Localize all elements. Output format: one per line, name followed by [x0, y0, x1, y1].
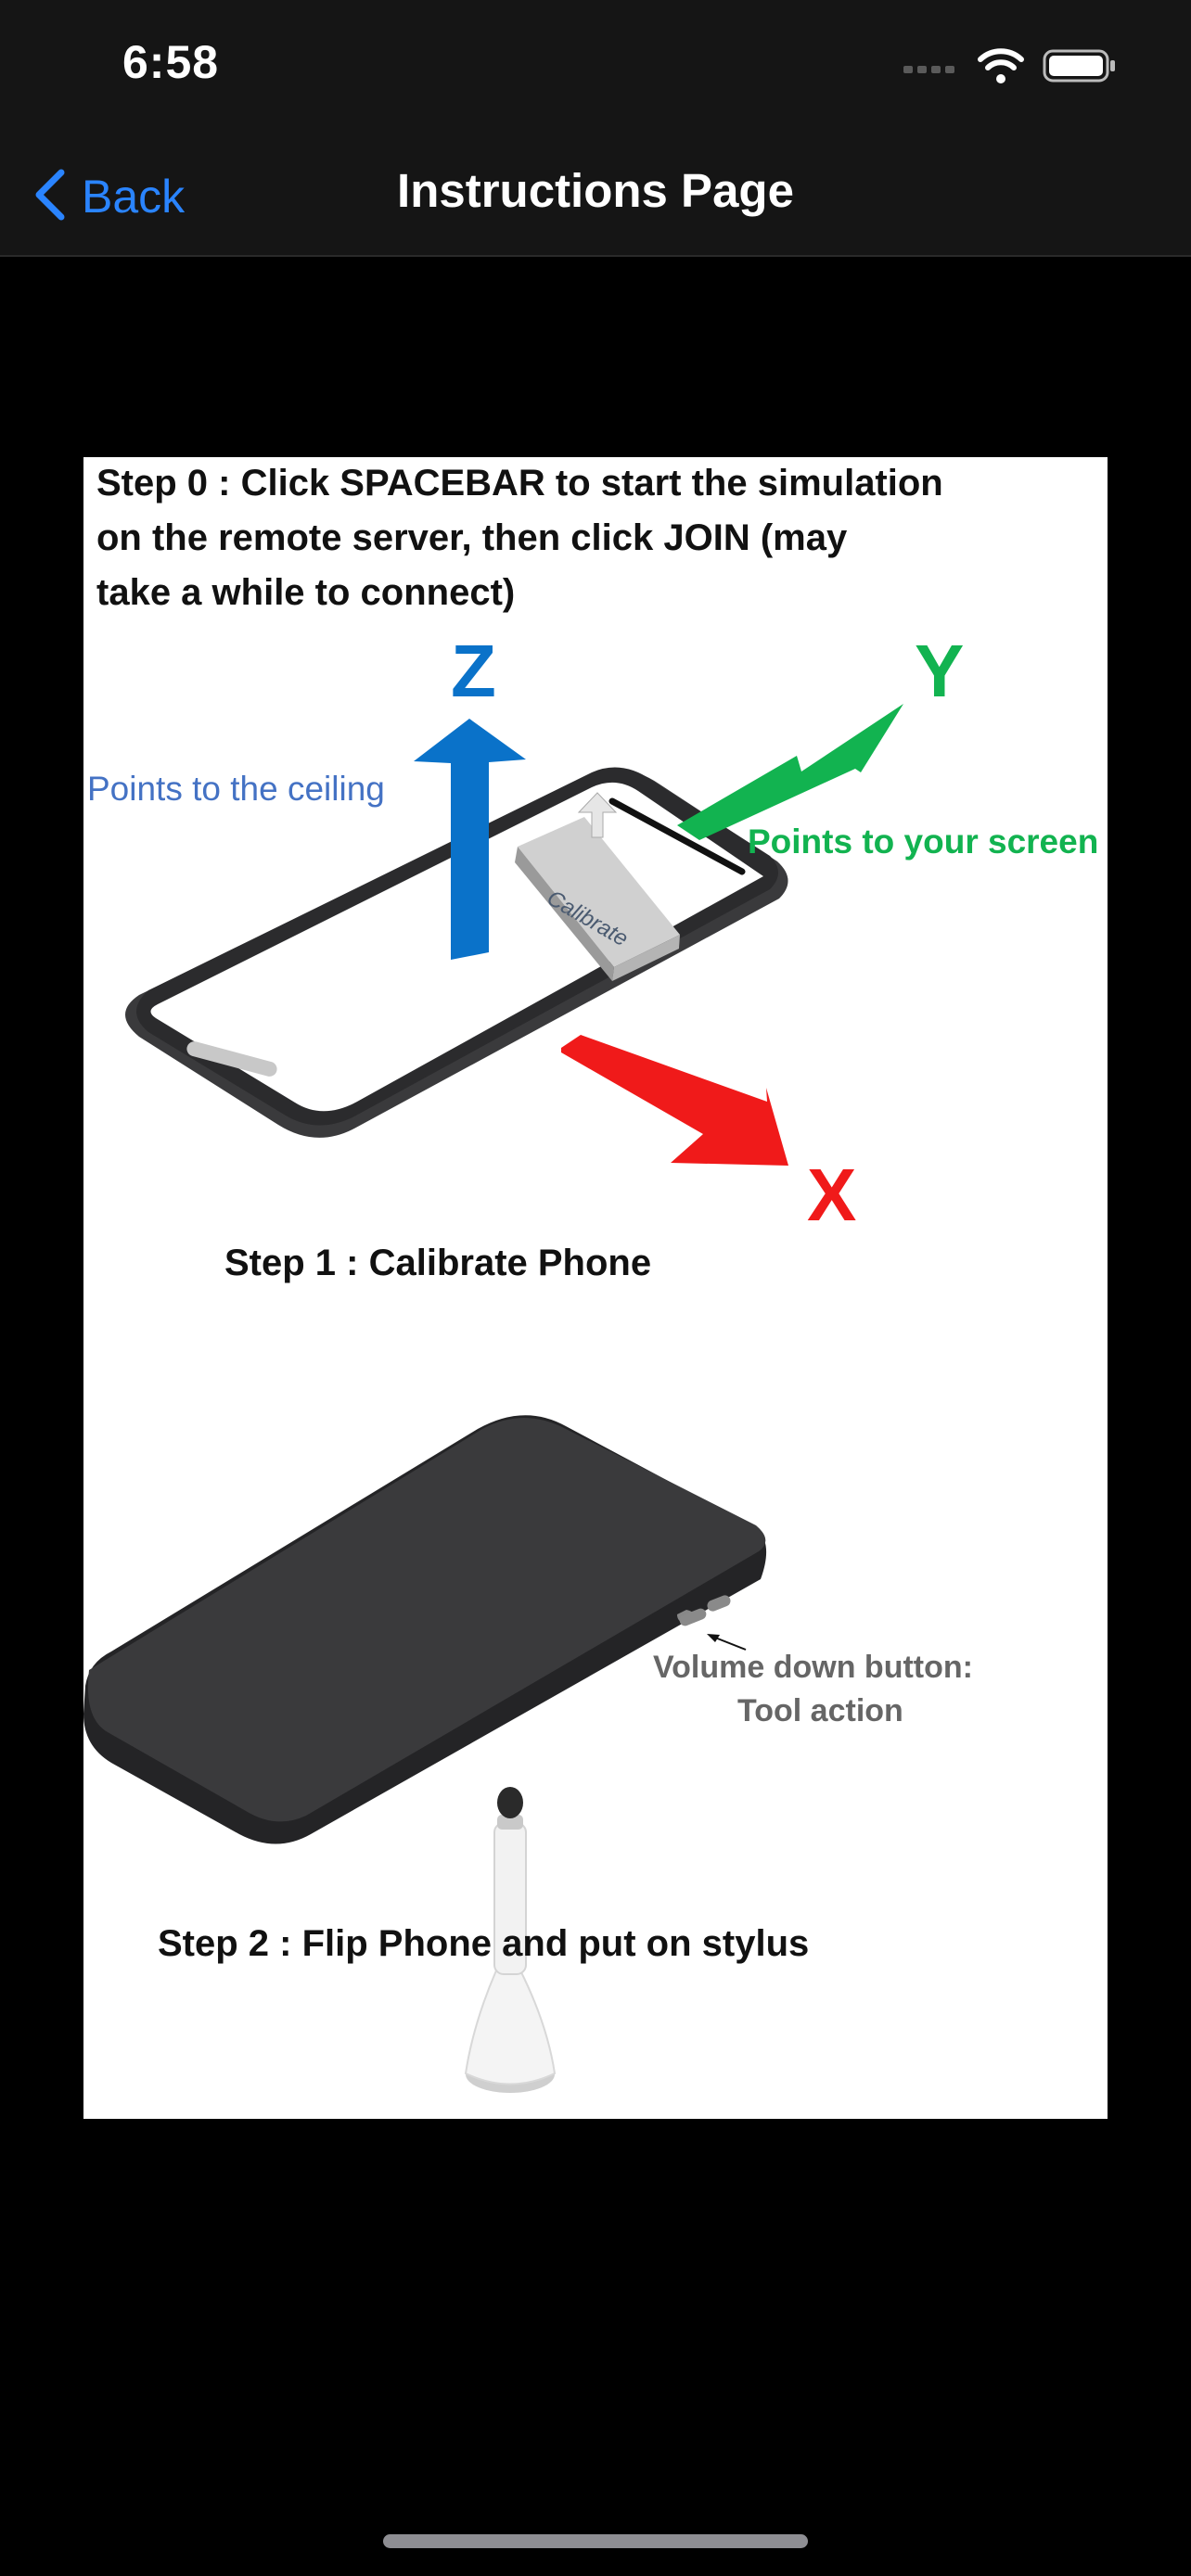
- z-axis-arrow: Z: [414, 630, 526, 960]
- step0-line-3: take a while to connect): [96, 572, 515, 613]
- z-axis-caption: Points to the ceiling: [87, 770, 385, 808]
- instructions-image: Step 0 : Click SPACEBAR to start the sim…: [83, 457, 1108, 2119]
- battery-icon: [1043, 47, 1117, 89]
- y-axis-caption: Points to your screen: [748, 823, 1098, 861]
- cellular-signal-icon: [903, 57, 959, 80]
- y-axis-arrow: Y: [677, 630, 964, 840]
- x-axis-arrow: X: [561, 1035, 856, 1236]
- status-bar: 6:58: [0, 0, 1191, 139]
- back-label: Back: [82, 171, 186, 223]
- phone-illustration-flipped: [83, 1415, 767, 1844]
- page-title: Instructions Page: [397, 164, 794, 217]
- axis-x-label: X: [807, 1154, 856, 1236]
- stylus-illustration: [464, 1787, 557, 2093]
- axis-y-label: Y: [915, 630, 964, 712]
- step2-caption: Step 2 : Flip Phone and put on stylus: [158, 1923, 809, 1964]
- volume-line-1: Volume down button:: [653, 1650, 973, 1685]
- step0-line-2: on the remote server, then click JOIN (m…: [96, 517, 848, 558]
- axis-z-label: Z: [451, 630, 496, 712]
- chevron-left-icon: [32, 167, 69, 227]
- step1-caption: Step 1 : Calibrate Phone: [224, 1243, 651, 1283]
- back-button[interactable]: Back: [32, 159, 185, 234]
- wifi-icon: [978, 47, 1024, 89]
- volume-line-2: Tool action: [737, 1693, 903, 1728]
- status-icons: [903, 45, 1117, 91]
- navigation-bar: Back Instructions Page: [0, 139, 1191, 257]
- home-indicator[interactable]: [383, 2534, 808, 2548]
- status-time: 6:58: [122, 36, 220, 88]
- step0-line-1: Step 0 : Click SPACEBAR to start the sim…: [96, 463, 943, 504]
